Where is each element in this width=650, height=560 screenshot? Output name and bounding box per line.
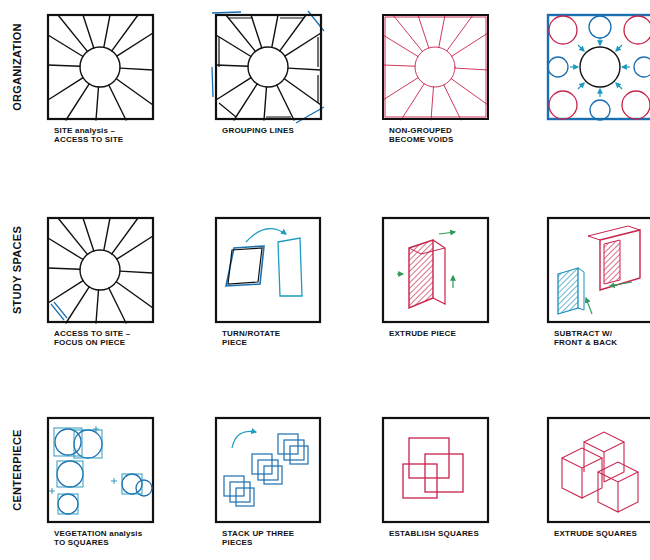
panel-frame-space <box>383 418 488 529</box>
sketch-panel: TURN/ROTATE PIECE <box>216 218 321 350</box>
sketch-panel: EXTRUDE PIECE <box>383 218 488 341</box>
panel-frame-space <box>216 218 321 329</box>
panel-frame-space <box>216 418 321 529</box>
step-caption: STACK UP THREE PIECES <box>222 529 302 547</box>
panel-frame-space <box>383 15 488 126</box>
sketch-panel: ACCESS TO SITE – FOCUS ON PIECE <box>48 218 153 350</box>
row-label: ORGANIZATION <box>11 23 23 111</box>
step-caption: VEGETATION analysis TO SQUARES <box>54 529 149 547</box>
sketch-panel: ESTABLISH SQUARES <box>383 418 488 541</box>
step-caption: EXTRUDE PIECE <box>389 329 488 338</box>
panel-frame-space <box>548 418 650 529</box>
step-caption: GROUPING LINES <box>222 126 321 135</box>
panel-frame-space <box>216 15 321 126</box>
panel-frame-space <box>548 218 650 329</box>
panel-frame-space <box>383 218 488 329</box>
step-caption: SUBTRACT W/ FRONT & BACK <box>554 329 629 347</box>
row-label: STUDY SPACES <box>11 226 23 314</box>
sketch-panel: NON-GROUPED BECOME VOIDS <box>383 15 488 147</box>
step-caption: TURN/ROTATE PIECE <box>222 329 292 347</box>
sketch-panel: VEGETATION analysis TO SQUARES <box>48 418 153 550</box>
step-caption: SITE analysis – ACCESS TO SITE <box>54 126 134 144</box>
sketch-panel: EXTRUDE SQUARES <box>548 418 650 541</box>
step-caption: NON-GROUPED BECOME VOIDS <box>389 126 464 144</box>
sketch-panel: STACK UP THREE PIECES <box>216 418 321 550</box>
step-caption: ESTABLISH SQUARES <box>389 529 488 538</box>
step-caption: ACCESS TO SITE – FOCUS ON PIECE <box>54 329 134 347</box>
panel-frame-space <box>48 218 153 329</box>
row-label: CENTERPIECE <box>11 429 23 511</box>
sketch-panel: SUBTRACT W/ FRONT & BACK <box>548 218 650 350</box>
panel-frame-space <box>48 418 153 529</box>
sketch-panel: GROUPING LINES <box>216 15 321 138</box>
panel-frame-space <box>48 15 153 126</box>
step-caption: EXTRUDE SQUARES <box>554 529 644 538</box>
sketch-panel: SITE analysis – ACCESS TO SITE <box>48 15 153 147</box>
